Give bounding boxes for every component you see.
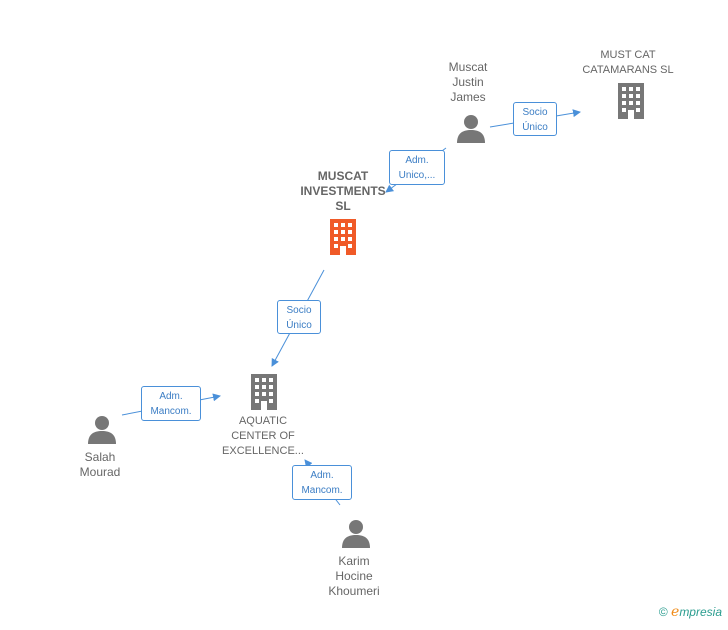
building-highlight-icon[interactable]: [327, 219, 359, 255]
brand-initial: e: [671, 604, 680, 620]
edge-label-adm-mancom-salah[interactable]: Adm. Mancom.: [141, 386, 201, 421]
building-icon[interactable]: [248, 374, 280, 410]
node-label-muscat-investments[interactable]: MUSCAT INVESTMENTS SL: [300, 169, 386, 213]
person-icon[interactable]: [456, 113, 486, 143]
edge-label-adm-mancom-karim[interactable]: Adm. Mancom.: [292, 465, 352, 500]
building-icon[interactable]: [615, 83, 647, 119]
copyright-symbol: ©: [658, 605, 668, 619]
person-icon[interactable]: [341, 518, 371, 548]
node-label-aquatic[interactable]: AQUATIC CENTER OF EXCELLENCE...: [222, 415, 304, 457]
node-label-karim[interactable]: Karim Hocine Khoumeri: [328, 554, 380, 598]
node-label-must-cat[interactable]: MUST CAT CATAMARANS SL: [582, 49, 674, 76]
edge-label-adm-unico[interactable]: Adm. Unico,...: [389, 150, 445, 185]
edge-label-socio-unico-mustcat[interactable]: Socio Único: [513, 102, 557, 136]
brand-name: mpresia: [679, 605, 722, 619]
empresia-watermark: © empresia: [659, 604, 722, 620]
edge-label-socio-unico-aquatic[interactable]: Socio Único: [277, 300, 321, 334]
node-label-salah[interactable]: Salah Mourad: [79, 450, 121, 479]
node-label-muscat-justin[interactable]: Muscat Justin James: [448, 60, 488, 104]
person-icon[interactable]: [87, 414, 117, 444]
